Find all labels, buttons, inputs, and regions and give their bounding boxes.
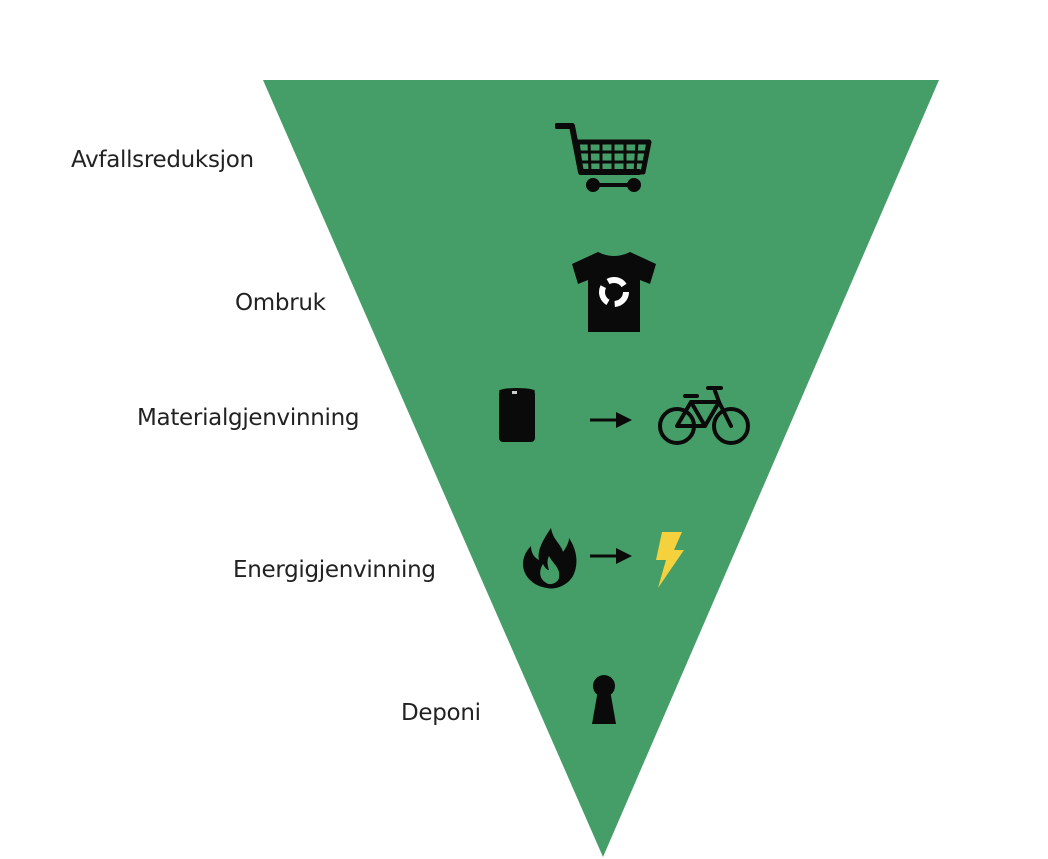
recycle-tshirt-icon bbox=[572, 252, 656, 332]
fire-icon bbox=[523, 528, 577, 589]
arrow-right-icon bbox=[590, 412, 632, 428]
arrow-right-icon bbox=[590, 548, 632, 564]
level-label-ombruk: Ombruk bbox=[235, 290, 326, 316]
bicycle-icon bbox=[658, 386, 750, 445]
level-label-energigjenvinning: Energigjenvinning bbox=[233, 557, 436, 583]
barrel-icon bbox=[499, 388, 535, 442]
keyhole-icon bbox=[592, 675, 616, 724]
lightning-icon bbox=[656, 532, 684, 588]
level-label-deponi: Deponi bbox=[401, 700, 481, 726]
shopping-cart-icon bbox=[555, 123, 652, 192]
level-label-materialgjenvinning: Materialgjenvinning bbox=[137, 405, 360, 431]
level-label-avfallsreduksjon: Avfallsreduksjon bbox=[71, 147, 254, 173]
